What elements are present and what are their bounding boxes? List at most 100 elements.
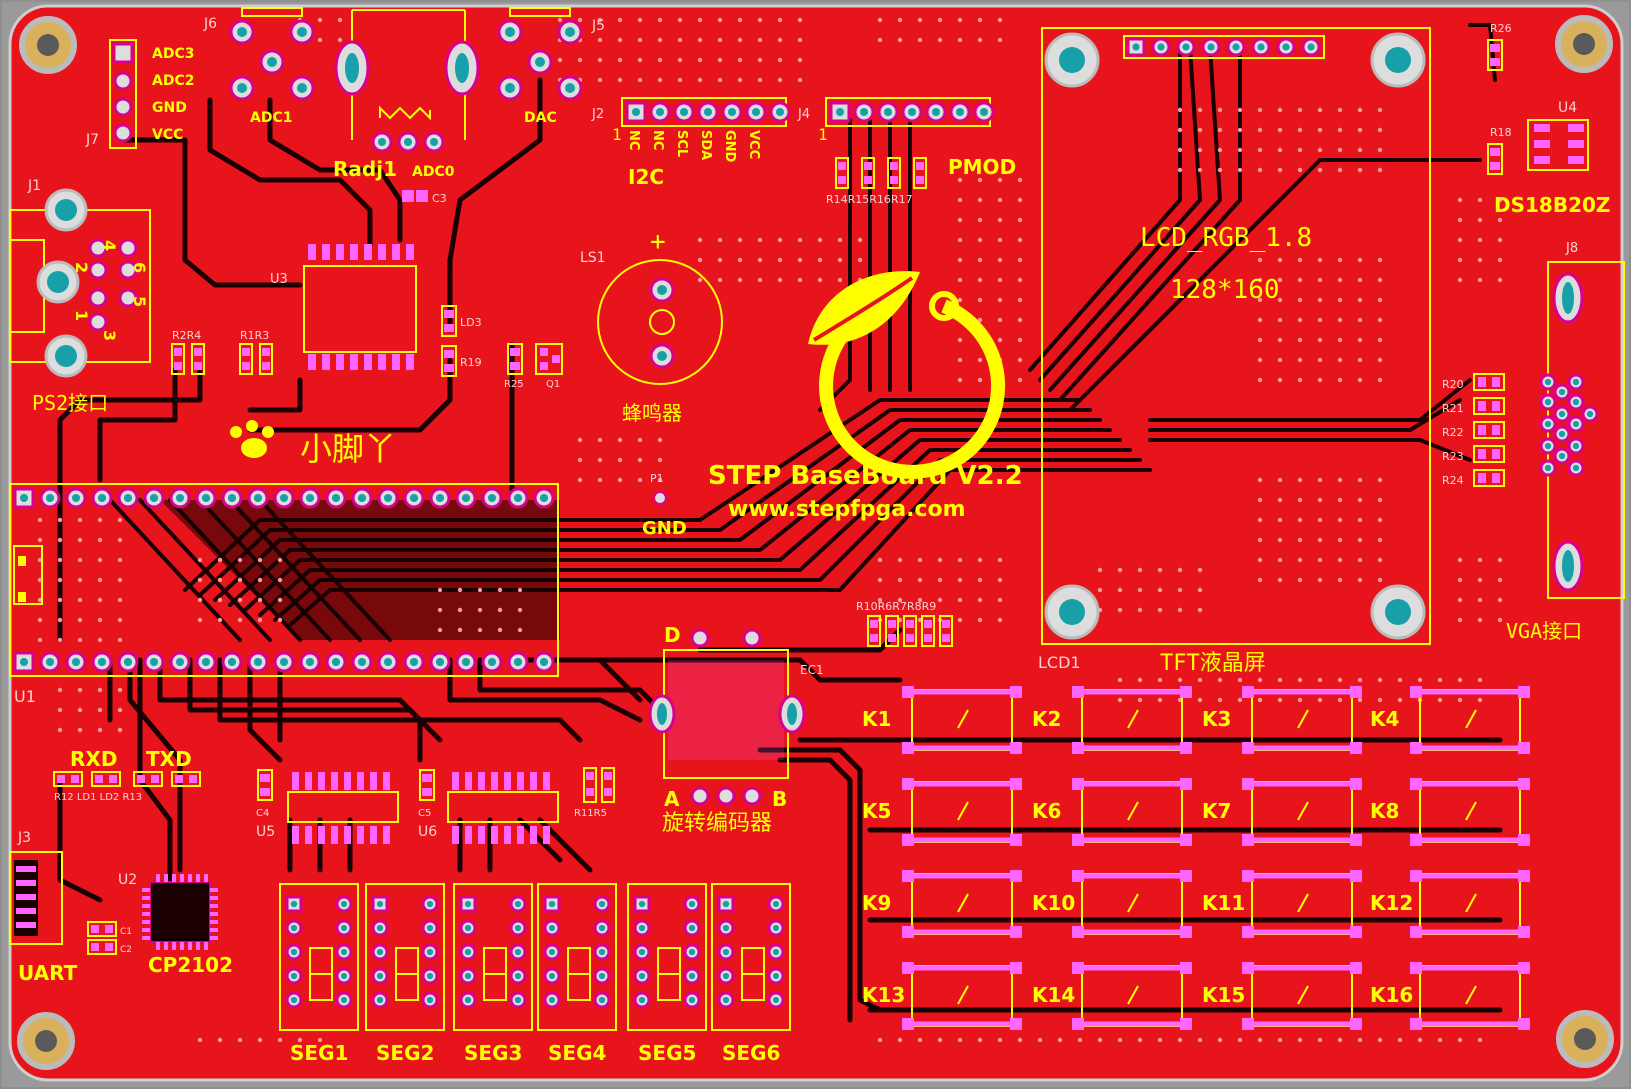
via: [77, 637, 83, 643]
smd-pad: [902, 870, 914, 882]
via: [957, 277, 963, 283]
via: [977, 597, 983, 603]
via: [997, 177, 1003, 183]
ps2-resistors: [171, 343, 273, 375]
via: [1377, 537, 1383, 543]
key-switch: K13: [862, 962, 1022, 1030]
seven-seg-display: SEG2: [365, 883, 445, 1065]
via: [1357, 277, 1363, 283]
r11-r5: [583, 767, 615, 803]
via: [337, 17, 343, 23]
seg-digit: [657, 973, 681, 1001]
via: [1277, 517, 1283, 523]
pad-hole: [290, 972, 298, 980]
via: [1017, 377, 1023, 383]
via: [197, 557, 203, 563]
via: [117, 597, 123, 603]
via: [997, 277, 1003, 283]
smd-pad: [902, 834, 914, 846]
via: [877, 1037, 883, 1043]
radj1-potentiometer: [334, 9, 480, 153]
via: [1357, 167, 1363, 173]
via: [1337, 357, 1343, 363]
c1-c2: [87, 921, 117, 955]
via: [217, 1037, 223, 1043]
i2c-pin-label: GND: [722, 130, 737, 163]
via: [197, 577, 203, 583]
smd-pad: [196, 942, 200, 950]
smd-pad: [156, 942, 160, 950]
ps2-pin-4: 4: [100, 240, 119, 251]
key-label: K7: [1202, 799, 1231, 823]
ref-u6: U6: [418, 824, 437, 840]
smd-pad: [188, 874, 192, 882]
via: [497, 607, 503, 613]
key-label: K1: [862, 707, 891, 731]
smd-pad: [1072, 742, 1084, 754]
via: [97, 517, 103, 523]
smd-pad: [1010, 870, 1022, 882]
smd-pad: [1072, 926, 1084, 938]
via: [777, 37, 783, 43]
via: [717, 17, 723, 23]
pad-hole: [688, 972, 696, 980]
pad-hole: [1558, 410, 1566, 418]
via: [197, 1037, 203, 1043]
via: [277, 1037, 283, 1043]
smd-pad: [530, 826, 537, 844]
pad-hole: [290, 948, 298, 956]
ref-pmod-resistors: R14R15R16R17: [826, 193, 913, 206]
pad-hole: [1544, 378, 1552, 386]
pad-hole: [688, 948, 696, 956]
smd-pad: [383, 826, 390, 844]
smd-pad: [392, 244, 400, 260]
key-symbol: [957, 801, 969, 821]
smd-pad: [1242, 742, 1254, 754]
ref-ld3: LD3: [460, 316, 482, 329]
smd-pad: [292, 772, 299, 790]
via: [1237, 147, 1243, 153]
key-label: K14: [1032, 983, 1075, 1007]
u6-chip: [419, 769, 559, 844]
ref-j8: J8: [1565, 241, 1578, 256]
ref-p1: P1: [650, 472, 664, 485]
pad-hole: [688, 924, 696, 932]
smd-pad: [1410, 870, 1422, 882]
via: [917, 597, 923, 603]
via: [237, 617, 243, 623]
via: [717, 257, 723, 263]
via: [1177, 567, 1183, 573]
via: [1257, 127, 1263, 133]
pad-hole: [514, 948, 522, 956]
via: [1357, 697, 1363, 703]
via: [1497, 557, 1503, 563]
via: [1257, 377, 1263, 383]
via: [937, 597, 943, 603]
via: [1137, 607, 1143, 613]
via: [717, 77, 723, 83]
via: [1337, 497, 1343, 503]
via: [837, 237, 843, 243]
via: [1377, 337, 1383, 343]
r25-q1: [507, 343, 563, 375]
ref-r18: R18: [1490, 126, 1512, 139]
via: [777, 17, 783, 23]
smd-pad: [1518, 778, 1530, 790]
pad-hole: [727, 107, 737, 117]
smd-pad: [172, 874, 176, 882]
key-switch: K3: [1202, 686, 1362, 754]
smd-pad: [1492, 401, 1500, 411]
via: [977, 177, 983, 183]
via: [1257, 677, 1263, 683]
via: [1277, 147, 1283, 153]
via: [1317, 537, 1323, 543]
via: [757, 37, 763, 43]
smd-pad: [180, 942, 184, 950]
smd-pad: [1072, 962, 1084, 974]
key-switch: K4: [1370, 686, 1530, 754]
via: [1277, 377, 1283, 383]
vga-resistor-ref: R24: [1442, 474, 1464, 487]
via: [1377, 677, 1383, 683]
via: [1337, 107, 1343, 113]
